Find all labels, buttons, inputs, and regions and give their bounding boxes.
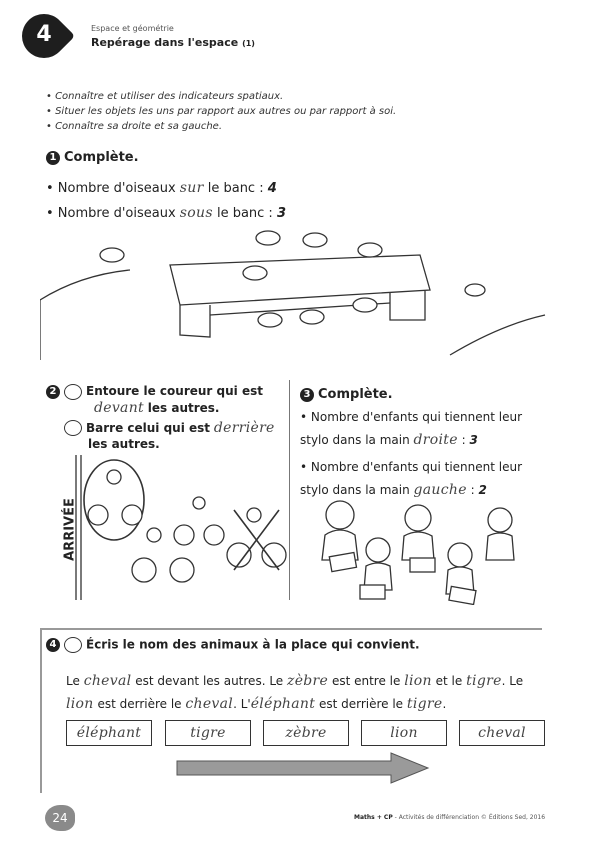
text: les autres.	[147, 400, 220, 415]
column-divider	[289, 380, 290, 600]
cursive-word: devant	[94, 399, 144, 416]
text: stylo dans la main	[300, 483, 410, 497]
text: . Le	[501, 674, 524, 688]
ex4-frame-top	[40, 628, 542, 630]
cursive-word: cheval	[83, 673, 132, 689]
word-box: zèbre	[263, 720, 349, 746]
answer: 3	[276, 206, 286, 221]
text: le banc :	[207, 181, 264, 196]
chapter-number: 4	[36, 22, 52, 47]
children-writing-illustration	[321, 500, 515, 605]
ex1-title: Complète.	[64, 150, 139, 165]
word-box: éléphant	[66, 720, 152, 746]
ex1-line-1: • Nombre d'oiseaux sur le banc : 4	[46, 180, 277, 196]
objective: • Connaître et utiliser des indicateurs …	[46, 91, 284, 102]
ex4-frame-left	[40, 628, 42, 793]
ex4-sentences: Le cheval est devant les autres. Le zèbr…	[66, 670, 536, 716]
objective: • Situer les objets les uns par rapport …	[46, 106, 397, 117]
answer: 3	[469, 433, 478, 447]
text: est devant les autres. Le	[135, 674, 284, 688]
text: . L'	[233, 697, 251, 711]
text: Barre celui qui est	[86, 420, 211, 435]
cursive-word: lion	[66, 696, 94, 712]
section-subtitle: Espace et géométrie	[91, 24, 174, 33]
ex4-title: Écris le nom des animaux à la place qui …	[86, 637, 420, 652]
ex1-heading: 1 Complète.	[46, 150, 139, 165]
direction-arrow-icon	[176, 752, 430, 784]
ex4-heading: 4 Écris le nom des animaux à la place qui…	[46, 637, 420, 653]
ex3-title: Complète.	[318, 387, 393, 402]
word-box: tigre	[165, 720, 251, 746]
title-text: Repérage dans l'espace	[91, 36, 239, 49]
text: et le	[435, 674, 463, 688]
page-number: 24	[52, 811, 68, 825]
text: • Nombre d'enfants qui tiennent leur	[300, 460, 523, 474]
page-title: Repérage dans l'espace (1)	[91, 36, 255, 49]
cursive-word: derrière	[213, 419, 275, 436]
cursive-word: gauche	[413, 482, 467, 498]
cursive-word: tigre	[406, 696, 443, 712]
ex1-number: 1	[46, 150, 60, 165]
cursive-word: lion	[404, 673, 432, 689]
answer: 4	[267, 181, 277, 196]
ex3-number: 3	[300, 387, 314, 402]
text: est derrière le	[318, 697, 404, 711]
objectives: • Connaître et utiliser des indicateurs …	[46, 89, 396, 134]
cursive-word: sous	[179, 205, 213, 221]
brand: Maths + CP	[354, 814, 393, 821]
footer-credits: Maths + CP - Activités de différenciatio…	[354, 814, 545, 821]
word-box: lion	[361, 720, 447, 746]
bench-birds-illustration	[40, 230, 546, 360]
title-suffix: (1)	[242, 39, 255, 48]
cursive-word: tigre	[466, 673, 502, 689]
objective: • Connaître sa droite et sa gauche.	[46, 121, 222, 132]
text: Le	[66, 674, 80, 688]
page-number-badge	[45, 805, 75, 831]
write-pencil-icon	[64, 637, 82, 653]
cursive-word: sur	[179, 180, 204, 196]
text: les autres.	[88, 437, 160, 451]
cursive-word: éléphant	[250, 696, 316, 712]
text: est derrière le	[97, 697, 182, 711]
cursive-word: zèbre	[287, 673, 329, 689]
text: Entoure le coureur qui est	[86, 384, 263, 398]
text: le banc :	[216, 206, 273, 221]
text: • Nombre d'oiseaux	[46, 181, 176, 196]
ex3-block: 3 Complète. • Nombre d'enfants qui tienne…	[300, 387, 523, 498]
cursive-word: droite	[413, 432, 458, 448]
text: • Nombre d'enfants qui tiennent leur	[300, 410, 523, 424]
circle-pencil-icon	[64, 383, 82, 400]
text: est entre le	[331, 674, 401, 688]
text: .	[442, 697, 447, 711]
ex4-number: 4	[46, 638, 60, 652]
text: stylo dans la main	[300, 433, 410, 447]
cursive-word: cheval	[185, 696, 234, 712]
ex1-line-2: • Nombre d'oiseaux sous le banc : 3	[46, 205, 286, 221]
ex2-instructions: 2 Entoure le coureur qui est devant les a…	[46, 383, 275, 452]
answer: 2	[478, 483, 487, 497]
text: • Nombre d'oiseaux	[46, 206, 176, 221]
text: - Activités de différenciation © Édition…	[394, 814, 546, 821]
strike-pencil-icon	[64, 420, 82, 436]
cyclists-illustration	[75, 455, 287, 600]
ex2-number: 2	[46, 384, 60, 399]
word-box: cheval	[459, 720, 545, 746]
